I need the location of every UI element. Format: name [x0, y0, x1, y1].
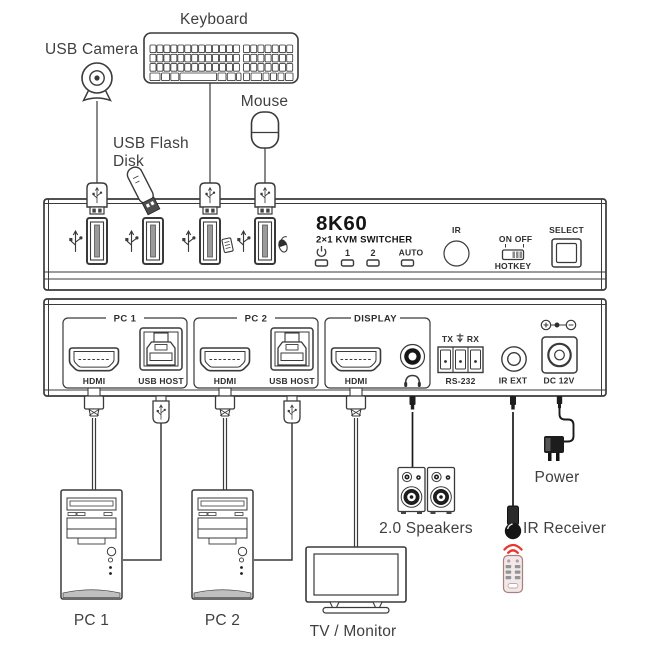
- hotkey-off-label: OFF: [515, 234, 533, 244]
- keyboard-mini-icon: [221, 237, 234, 254]
- dc-polarity-icon: [540, 319, 577, 331]
- ir-receiver: IR Receiver: [502, 505, 606, 594]
- ir-receiver-label: IR Receiver: [523, 520, 606, 537]
- usb-flash-label-1: USB Flash: [113, 135, 189, 152]
- hdmi-port-pc2: [199, 347, 251, 372]
- led-indicators: [314, 259, 415, 267]
- ir-ext-jack: IR EXT: [499, 346, 528, 386]
- camera-usb-plug: [87, 183, 107, 214]
- rs232-label: RS-232: [445, 376, 475, 386]
- ir-receiver-lens: [504, 522, 522, 540]
- audio-out-jack: [399, 343, 426, 370]
- dc-12v-label: DC 12V: [544, 376, 575, 386]
- hotkey-on-label: ON: [499, 234, 512, 244]
- usb-host-label-pc1: USB HOST: [138, 376, 184, 386]
- led-label-2: 2: [370, 248, 375, 258]
- audio-plug: [409, 396, 416, 410]
- usb-plug-pc1: [153, 396, 169, 423]
- mouse-label: Mouse: [241, 93, 289, 110]
- front-panel: 8K60 2×1 KVM SWITCHER 1 2 AUTO IR ON OFF…: [43, 183, 607, 291]
- power-icon: [316, 246, 327, 258]
- dc-power-jack: DC 12V: [540, 319, 578, 386]
- ir-ext-label: IR EXT: [499, 376, 528, 386]
- usb-host-label-pc2: USB HOST: [269, 376, 315, 386]
- ir-ext-plug: [510, 396, 516, 410]
- ir-window-label: IR: [452, 225, 461, 235]
- model-subtitle: 2×1 KVM SWITCHER: [316, 235, 412, 246]
- usb-camera-label: USB Camera: [45, 41, 138, 58]
- usb-host-port-pc1: [139, 327, 183, 371]
- keyboard-keys: [149, 44, 294, 82]
- hdmi-port-display: [330, 347, 382, 372]
- usb-port-2: [142, 217, 164, 265]
- speakers-label: 2.0 Speakers: [379, 520, 473, 537]
- hotkey-switch[interactable]: [501, 249, 525, 261]
- ir-window: [443, 240, 470, 267]
- hdmi-port-pc1: [68, 347, 120, 372]
- led-label-1: 1: [345, 248, 350, 258]
- rs232-block: TX RX RS-232: [437, 333, 484, 386]
- select-button[interactable]: [551, 238, 582, 268]
- front-panel-body: [43, 198, 607, 291]
- tv-label: TV / Monitor: [310, 623, 397, 640]
- usb-plug-pc2: [284, 396, 300, 423]
- keyboard: Keyboard: [143, 11, 299, 84]
- pc2-group-label: PC 2: [245, 314, 268, 325]
- tx-label: TX: [442, 334, 453, 344]
- mouse-usb-plug: [255, 183, 275, 214]
- ir-signal-arcs-icon: [503, 543, 523, 554]
- tv-screen: [313, 553, 399, 596]
- rx-label: RX: [467, 334, 479, 344]
- usb-port-1: [86, 217, 108, 265]
- pc2-tower: [191, 489, 254, 600]
- hdmi-label-pc2: HDMI: [214, 376, 237, 386]
- usb-flash-label-2: Disk: [113, 153, 144, 170]
- ground-icon: [456, 333, 464, 343]
- tv-stand: [322, 606, 390, 614]
- display-group-label: DISPLAY: [354, 314, 397, 325]
- tv-monitor: TV / Monitor: [305, 546, 407, 640]
- remote-control-icon: [502, 554, 524, 594]
- usb-cable-pc1: [123, 422, 162, 561]
- hdmi-label-pc1: HDMI: [83, 376, 106, 386]
- dc-plug: [556, 396, 563, 409]
- usb-port-4: [254, 217, 276, 265]
- pc2-label: PC 2: [205, 612, 240, 629]
- tv-frame: [305, 546, 407, 603]
- speaker-left: [397, 466, 426, 515]
- keyboard-usb-plug: [200, 183, 220, 214]
- power-label: Power: [535, 469, 580, 486]
- mouse: Mouse: [241, 93, 289, 149]
- headphone-icon: [404, 374, 421, 387]
- usb-flash-drive-icon: [126, 166, 161, 216]
- ir-receiver-body: [507, 505, 519, 526]
- pc1-label: PC 1: [74, 612, 109, 629]
- led-label-auto: AUTO: [399, 248, 424, 258]
- mouse-mini-icon: [278, 236, 288, 253]
- dc-power-cable: [558, 404, 575, 443]
- usb-camera: USB Camera: [45, 41, 138, 102]
- usb-cable-pc2: [254, 422, 293, 561]
- cables: [91, 83, 575, 561]
- select-label: SELECT: [549, 225, 584, 235]
- speakers: 2.0 Speakers: [379, 466, 473, 537]
- hdmi-label-display: HDMI: [345, 376, 368, 386]
- usb-flash-disk: USB Flash Disk: [113, 135, 189, 170]
- back-panel: PC 1 PC 2 DISPLAY HDMI HDMI HDMI USB HOS…: [43, 298, 607, 423]
- speaker-right: [426, 466, 456, 515]
- pc1-group-label: PC 1: [114, 314, 137, 325]
- usb-host-port-pc2: [270, 327, 314, 371]
- power-adapter: Power: [535, 436, 580, 486]
- hotkey-label: HOTKEY: [495, 261, 532, 271]
- pc1-tower: [60, 489, 123, 600]
- mouse-icon: [250, 111, 280, 149]
- model-logo: 8K60: [316, 212, 367, 235]
- usb-port-3: [199, 217, 221, 265]
- keyboard-label: Keyboard: [180, 11, 248, 28]
